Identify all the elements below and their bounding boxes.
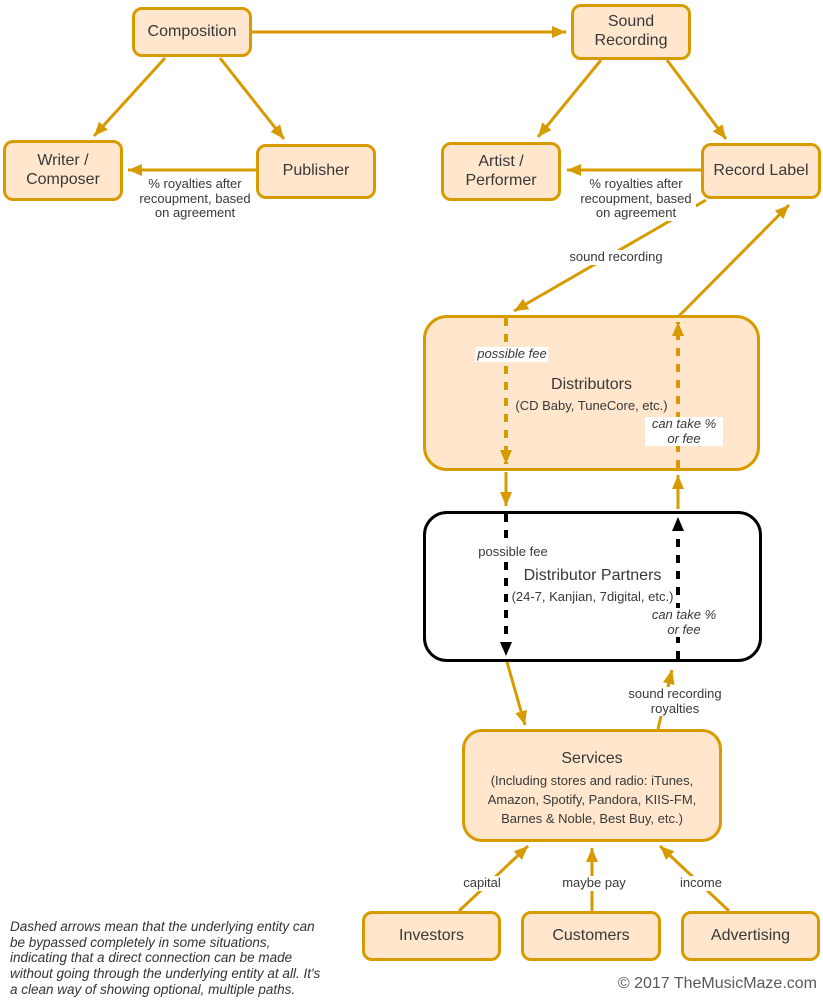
node-publisher: Publisher [256,144,376,199]
edge-composition-to-writer [92,56,167,138]
edge-partners-to-services [505,661,527,726]
node-sound-recording-label: Sound Recording [594,13,668,49]
node-investors: Investors [362,911,501,961]
node-customers: Customers [521,911,661,961]
edge-label-partners-can-take: can take % or fee [645,607,723,637]
node-artist-performer-label: Artist / Performer [465,152,537,189]
node-customers-label: Customers [552,926,630,944]
edge-composition-to-publisher [218,57,286,140]
node-distributor-partners-title: Distributor Partners [523,567,662,584]
node-distributor-partners-subtitle: (24-7, Kanjian, 7digital, etc.) [511,589,674,604]
node-composition: Composition [132,7,252,57]
edge-label-distributors-can-take: can take % or fee [645,416,723,446]
node-investors-label: Investors [399,926,464,944]
node-artist-performer: Artist / Performer [441,142,561,201]
edge-label-maybe-pay: maybe pay [560,875,628,891]
node-distributors-title: Distributors [551,376,632,393]
edge-label-record-label-royalties: % royalties after recoupment, based on a… [576,176,696,221]
edge-sound-recording-to-artist [536,59,603,138]
node-services-subtitle: (Including stores and radio: iTunes, Ama… [487,773,697,826]
node-record-label-label: Record Label [713,161,809,179]
node-services-text: Services (Including stores and radio: iT… [462,748,722,828]
edge-label-partners-possible-fee: possible fee [476,544,550,560]
edge-label-publisher-royalties: % royalties after recoupment, based on a… [135,176,255,221]
footnote-dashed-arrows: Dashed arrows mean that the underlying e… [10,919,321,997]
edge-label-distributors-possible-fee: possible fee [475,346,549,362]
node-services-title: Services [561,750,623,767]
node-writer-composer: Writer / Composer [3,140,123,201]
node-services [462,729,722,842]
node-sound-recording: Sound Recording [571,4,691,60]
node-publisher-label: Publisher [282,162,350,180]
node-record-label: Record Label [701,143,821,199]
edge-sound-recording-to-record-label [665,59,728,140]
node-distributors-subtitle: (CD Baby, TuneCore, etc.) [515,398,668,413]
edge-label-sound-recording-royalties: sound recording royalties [620,686,730,716]
node-distributor-partners-text: Distributor Partners (24-7, Kanjian, 7di… [423,566,762,605]
node-distributors-text: Distributors (CD Baby, TuneCore, etc.) [423,375,760,414]
node-composition-label: Composition [147,22,237,40]
edge-label-income: income [678,875,724,891]
copyright-text: © 2017 TheMusicMaze.com [617,975,817,992]
edge-label-sound-recording: sound recording [567,249,665,265]
edge-distributors-to-record-label [676,203,791,319]
node-writer-composer-label: Writer / Composer [26,151,100,188]
node-distributors [423,315,760,471]
node-advertising-label: Advertising [710,926,791,944]
node-advertising: Advertising [681,911,820,961]
edge-label-capital: capital [461,875,503,891]
